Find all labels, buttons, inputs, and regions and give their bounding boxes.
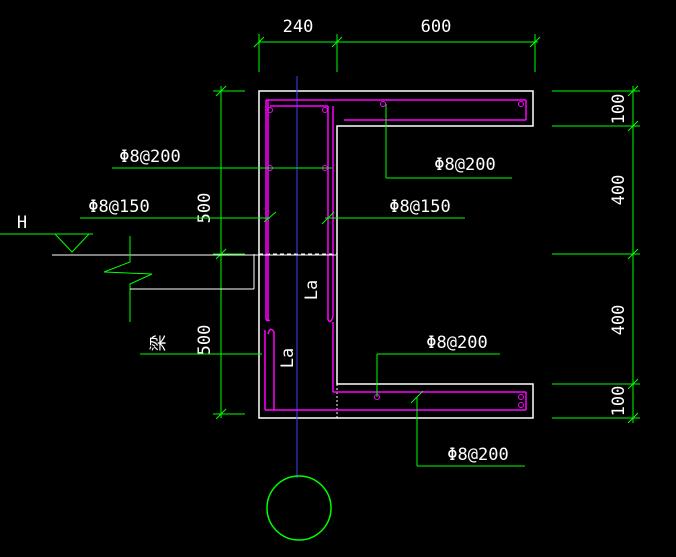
label-rebar-bottom-outer: Φ8@200 [447,445,508,465]
left-dimension-chain [213,85,245,420]
dim-right-100-top: 100 [609,94,629,125]
right-dimension-chain [552,85,640,424]
label-rebar-top-right: Φ8@200 [434,155,495,175]
label-anchor-lower: La [278,348,298,368]
label-rebar-top-left: Φ8@200 [119,147,180,167]
label-beam: 梁 [149,335,169,352]
rebar-dots [267,101,524,408]
dim-right-400-upper: 400 [609,175,629,206]
dim-top-600: 600 [421,17,452,37]
axis-bubble [266,475,332,541]
rebar-cage [264,99,527,411]
label-anchor-upper: La [302,280,322,300]
top-dimension-chain [253,34,541,72]
level-label-h: H [17,213,27,233]
dim-right-100-bottom: 100 [609,386,629,417]
label-rebar-right-mid: Φ8@150 [389,197,450,217]
dim-right-400-lower: 400 [609,305,629,336]
dim-left-500-lower: 500 [195,325,215,356]
label-rebar-bottom-inner: Φ8@200 [426,333,487,353]
label-rebar-left-mid: Φ8@150 [88,197,149,217]
level-mark [0,233,336,256]
dim-left-500-upper: 500 [195,193,215,224]
leader-lines [80,104,525,467]
ground-break [103,236,255,322]
dim-top-240: 240 [283,17,314,37]
